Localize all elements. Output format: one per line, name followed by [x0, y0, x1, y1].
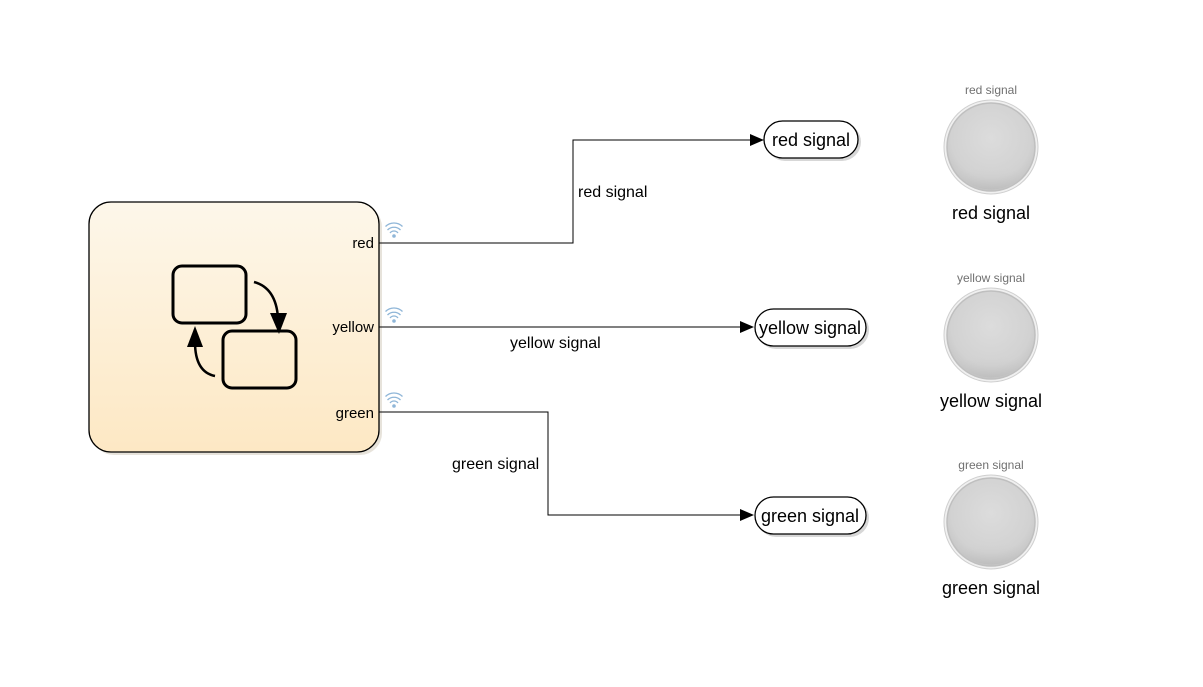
lamp-red[interactable]: red signal red signal [943, 83, 1039, 223]
chart-states-icon [171, 264, 298, 390]
lamp-bottom-label-green: green signal [942, 578, 1040, 598]
broadcast-icon [385, 307, 403, 323]
goto-block-yellow[interactable]: yellow signal [754, 308, 869, 349]
goto-label-red: red signal [772, 130, 850, 150]
goto-block-green[interactable]: green signal [754, 496, 869, 537]
signal-line-red[interactable] [379, 134, 764, 244]
lamp-top-label-red: red signal [965, 83, 1017, 97]
signal-line-label-yellow: yellow signal [510, 335, 601, 352]
stateflow-chart-block[interactable]: red yellow green [88, 201, 382, 455]
port-label-red: red [352, 235, 374, 252]
lamp-yellow[interactable]: yellow signal yellow signal [940, 271, 1042, 411]
goto-label-green: green signal [761, 506, 859, 526]
signal-line-label-green: green signal [452, 456, 539, 473]
lamp-bottom-label-yellow: yellow signal [940, 391, 1042, 411]
lamp-green[interactable]: green signal green signal [942, 458, 1040, 598]
broadcast-icon [385, 222, 403, 238]
lamp-top-label-yellow: yellow signal [957, 271, 1025, 285]
port-label-green: green [336, 405, 374, 422]
signal-line-green[interactable] [379, 411, 754, 521]
signal-line-label-red: red signal [578, 184, 647, 201]
lamp-bottom-label-red: red signal [952, 203, 1030, 223]
port-label-yellow: yellow [332, 319, 374, 336]
lamp-top-label-green: green signal [958, 458, 1023, 472]
goto-block-red[interactable]: red signal [763, 120, 861, 161]
broadcast-icon [385, 392, 403, 408]
goto-label-yellow: yellow signal [759, 318, 861, 338]
